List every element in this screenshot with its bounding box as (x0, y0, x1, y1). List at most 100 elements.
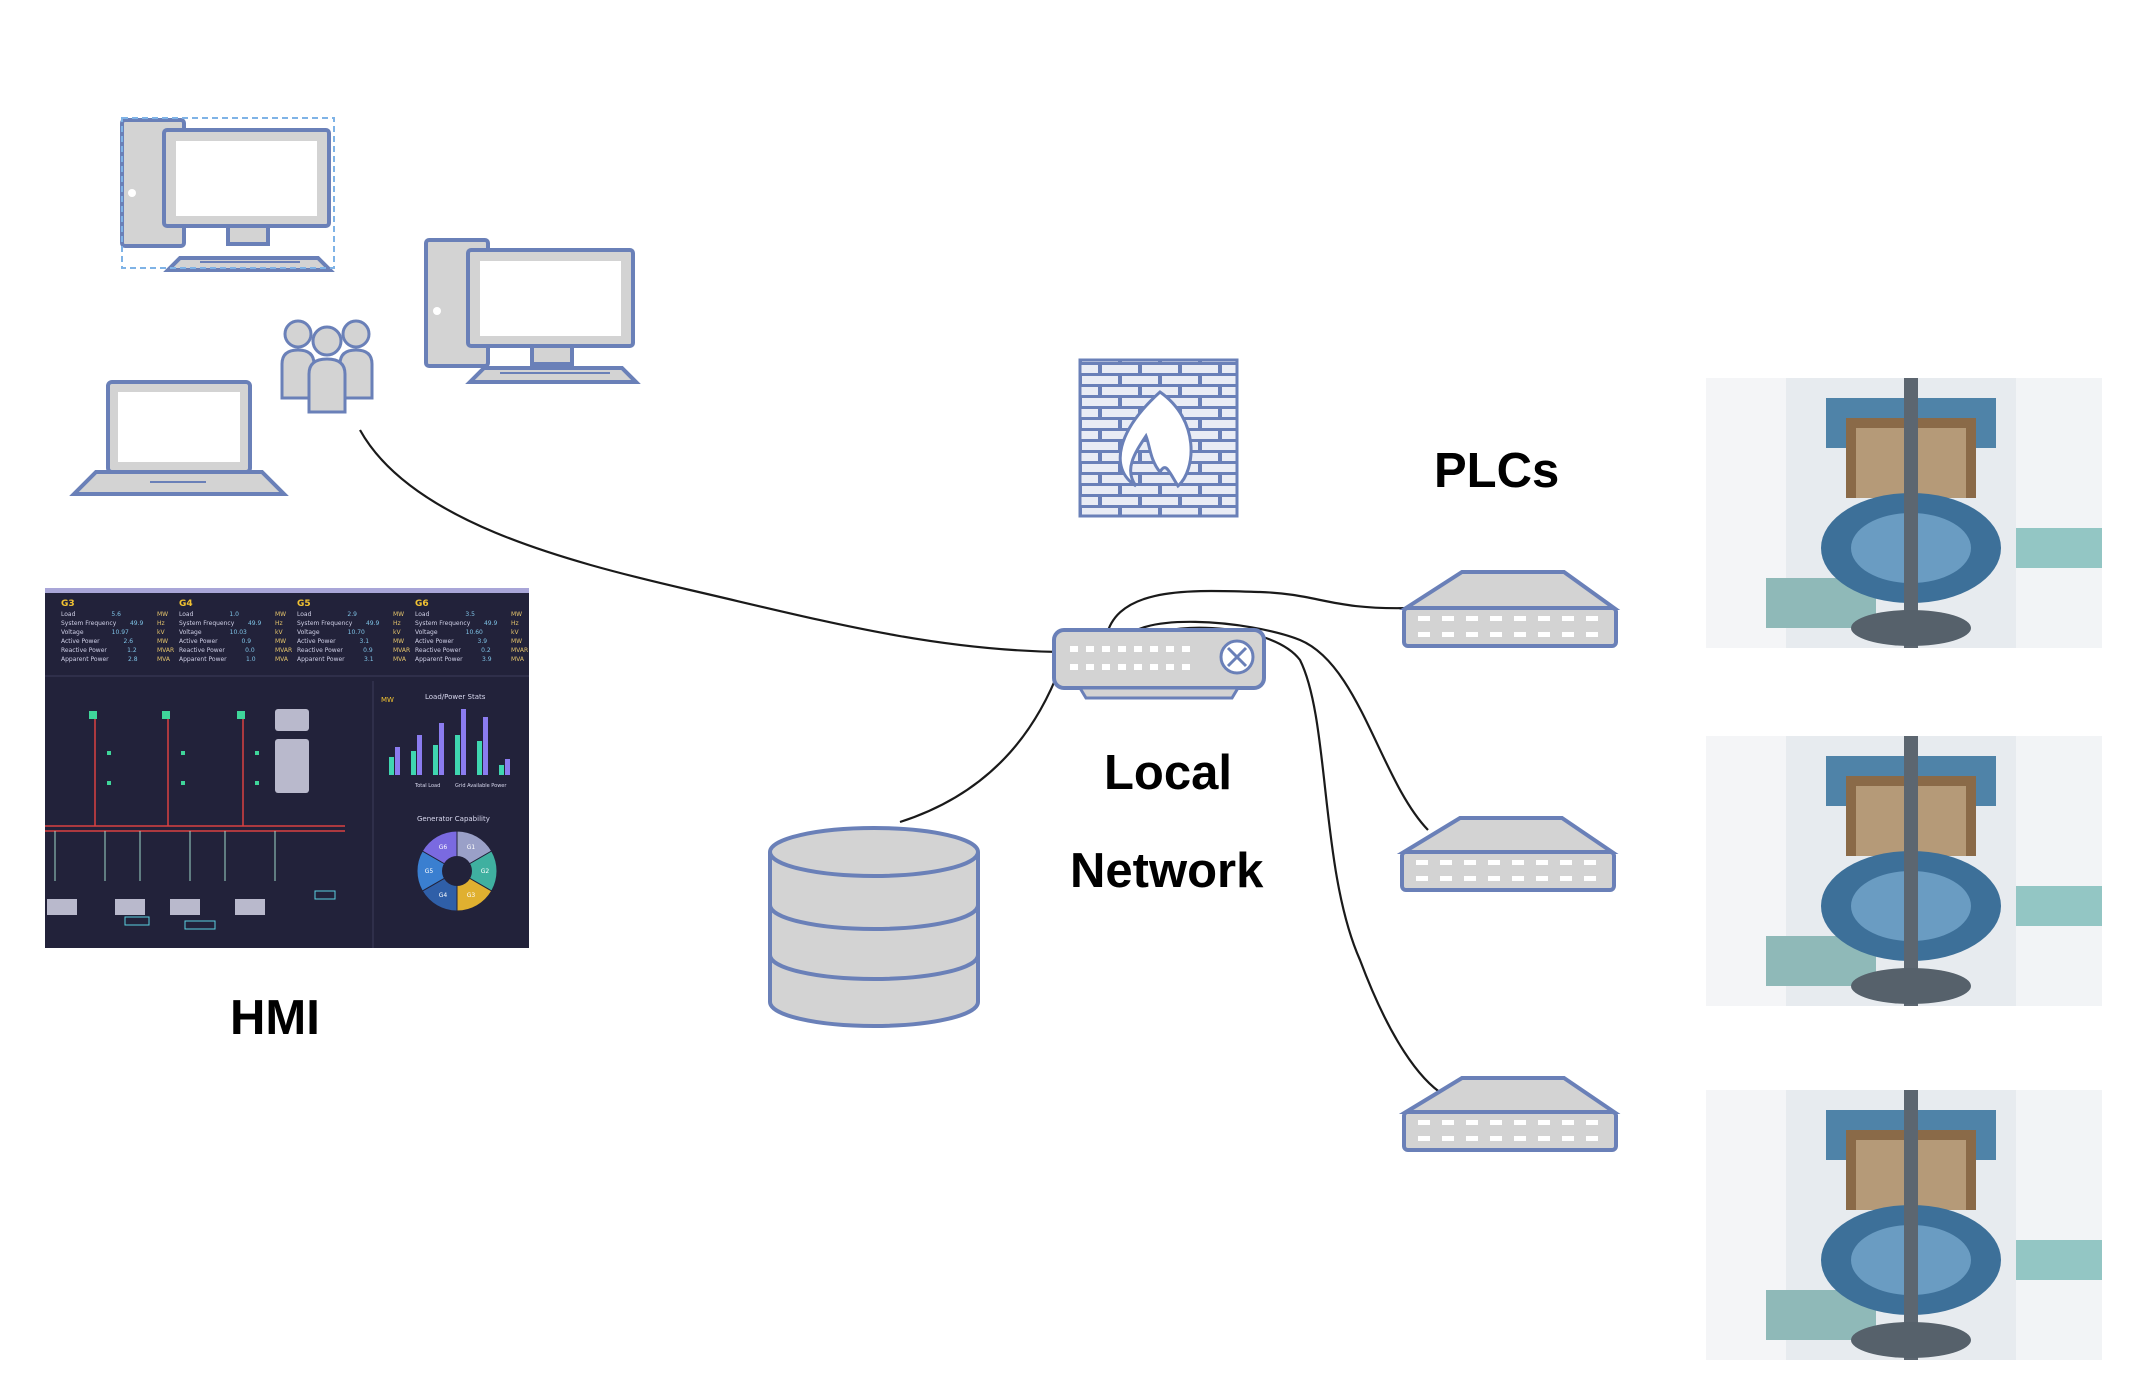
row-unit: MVA (157, 656, 171, 663)
stats-bar (433, 745, 438, 775)
row-label: Load (415, 611, 430, 618)
row-unit: MW (392, 611, 405, 618)
row-value: 49.9 (365, 620, 380, 627)
stats-bar (461, 709, 466, 775)
stats-legend-total-load: Total Load (415, 783, 441, 789)
row-value: 0.9 (363, 647, 373, 654)
capability-segment-label: G2 (481, 868, 490, 875)
generator-name: G6 (415, 599, 429, 609)
network-label: Network (1070, 844, 1264, 898)
row-label: Load (179, 611, 194, 618)
hydro-turbine-image (1706, 1090, 2102, 1360)
row-unit: kV (274, 629, 283, 636)
row-label: Reactive Power (61, 647, 107, 654)
capability-title: Generator Capability (417, 815, 490, 823)
row-label: Voltage (61, 629, 84, 636)
row-value: 10.70 (347, 629, 365, 636)
row-value: 0.2 (481, 647, 491, 654)
generator-row: Load 5.6 MW (61, 610, 171, 619)
row-label: Load (297, 611, 312, 618)
row-label: Apparent Power (61, 656, 109, 663)
row-label: Reactive Power (179, 647, 225, 654)
row-unit: MW (511, 638, 523, 645)
row-value: 3.5 (465, 611, 475, 618)
row-value: 10.60 (465, 629, 483, 636)
row-value: 3.1 (364, 656, 374, 663)
cable-database-to-switch (899, 667, 1062, 824)
capability-segment-label: G1 (467, 844, 476, 851)
local-label: Local (1104, 746, 1232, 800)
row-value: 2.9 (347, 611, 357, 618)
row-label: Active Power (179, 638, 218, 645)
generator-name: G4 (179, 599, 193, 609)
row-unit: MW (510, 611, 523, 618)
row-unit: MW (393, 638, 405, 645)
row-label: Apparent Power (415, 656, 463, 663)
row-label: Load (61, 611, 76, 618)
laptop-icon[interactable] (69, 380, 289, 496)
database-icon[interactable] (768, 826, 980, 1028)
capability-segment-label: G3 (467, 892, 476, 899)
row-unit: MVA (511, 656, 525, 663)
firewall-icon (1078, 358, 1239, 518)
row-unit: kV (510, 629, 519, 636)
row-label: Active Power (297, 638, 336, 645)
users-icon[interactable] (280, 319, 374, 414)
hmi-divider (45, 675, 529, 677)
hmi-label: HMI (230, 991, 320, 1045)
desktop-computer-icon[interactable] (120, 118, 335, 272)
capability-segment-label: G5 (425, 868, 434, 875)
row-label: Active Power (415, 638, 454, 645)
stats-bar (455, 735, 460, 775)
desktop-computer-icon[interactable] (424, 238, 641, 384)
plc-device-icon[interactable] (1396, 816, 1619, 892)
row-label: System Frequency (61, 620, 117, 627)
row-unit: MW (156, 611, 169, 618)
row-value: 5.6 (111, 611, 121, 618)
row-value: 1.0 (229, 611, 239, 618)
stats-bar (439, 723, 444, 775)
row-unit: MVAR (511, 647, 529, 654)
row-value: 3.1 (359, 638, 370, 645)
stats-title: Load/Power Stats (425, 693, 486, 701)
plcs-label: PLCs (1434, 444, 1560, 498)
generator-row: Reactive Power 0.2 MVAR (415, 646, 529, 655)
generator-name: G3 (61, 599, 75, 609)
hydro-turbine-image (1706, 736, 2102, 1006)
row-unit: Hz (156, 620, 165, 627)
row-unit: kV (156, 629, 165, 636)
stats-unit: MW (381, 696, 394, 704)
row-label: Apparent Power (297, 656, 345, 663)
plc-device-icon[interactable] (1399, 570, 1621, 648)
stats-bar (389, 757, 394, 775)
network-switch-icon[interactable] (1052, 628, 1266, 700)
row-value: 10.03 (229, 629, 247, 636)
row-unit: MW (274, 611, 287, 618)
row-value: 49.9 (483, 620, 498, 627)
generator-row: Active Power 3.1 MW (297, 637, 407, 646)
row-label: Reactive Power (415, 647, 461, 654)
row-value: 1.2 (127, 647, 137, 654)
row-label: System Frequency (179, 620, 235, 627)
row-value: 0.0 (245, 647, 255, 654)
stats-bar (395, 747, 400, 775)
row-unit: MW (157, 638, 169, 645)
